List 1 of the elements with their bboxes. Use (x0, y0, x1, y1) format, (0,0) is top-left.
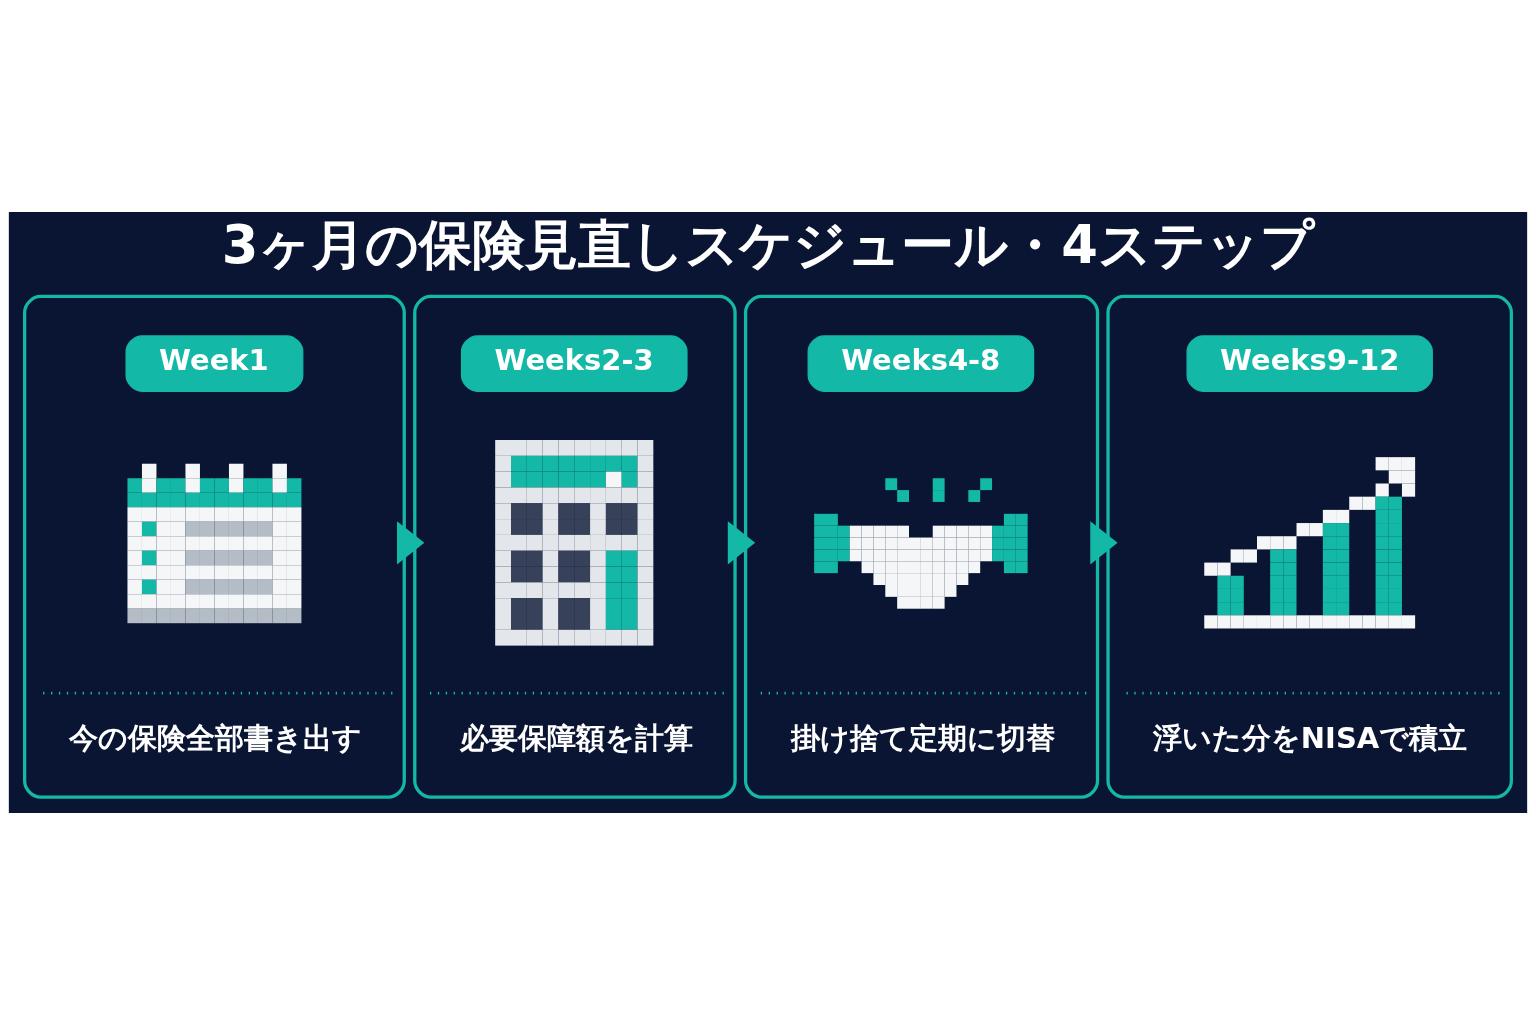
diagram-title: 3ヶ月の保険見直しスケジュール・4ステップ (221, 213, 1315, 275)
